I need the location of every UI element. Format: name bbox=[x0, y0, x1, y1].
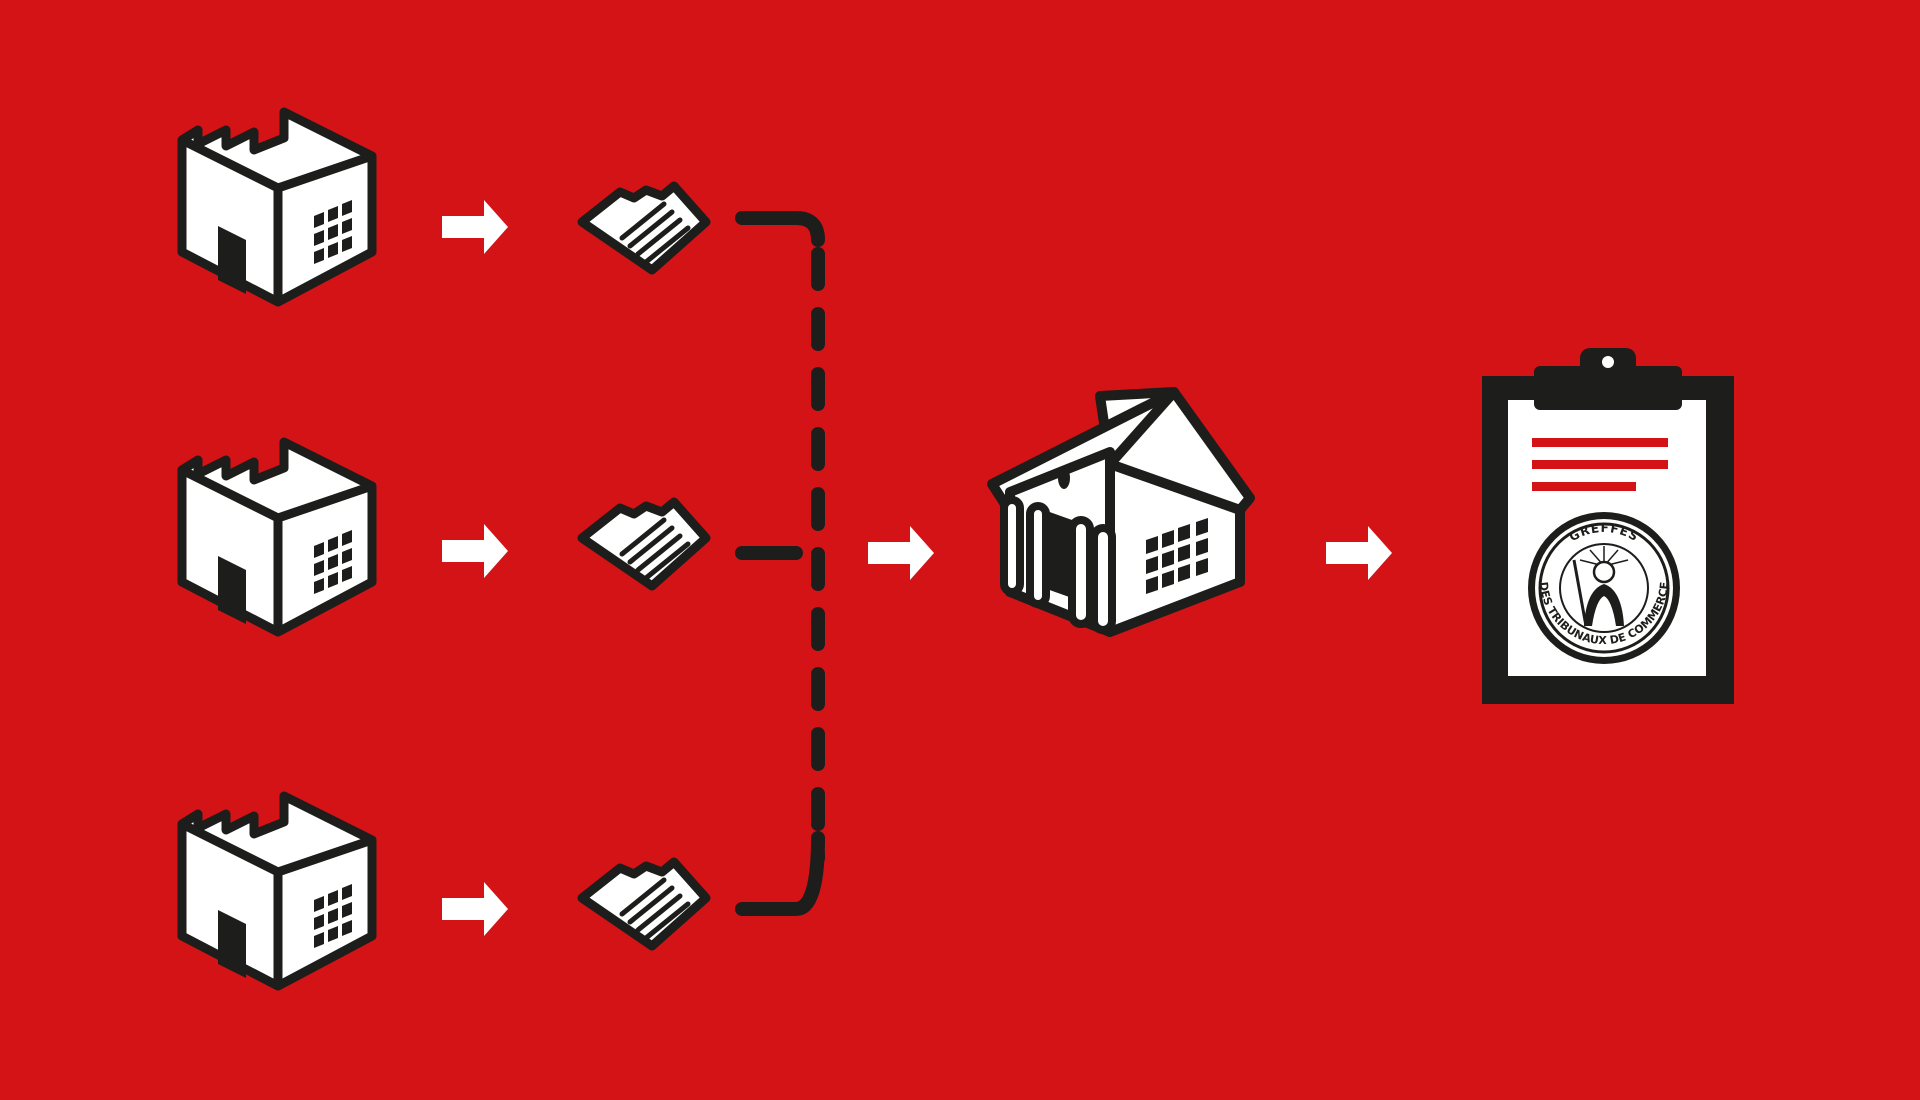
clipboard-icon: GREFFES DES TRIBUNAUX DE COMMERCE bbox=[1482, 348, 1734, 704]
registry-seal-icon: GREFFES DES TRIBUNAUX DE COMMERCE bbox=[1528, 512, 1680, 664]
courthouse-icon bbox=[987, 387, 1255, 637]
dashed-connector bbox=[735, 211, 825, 916]
